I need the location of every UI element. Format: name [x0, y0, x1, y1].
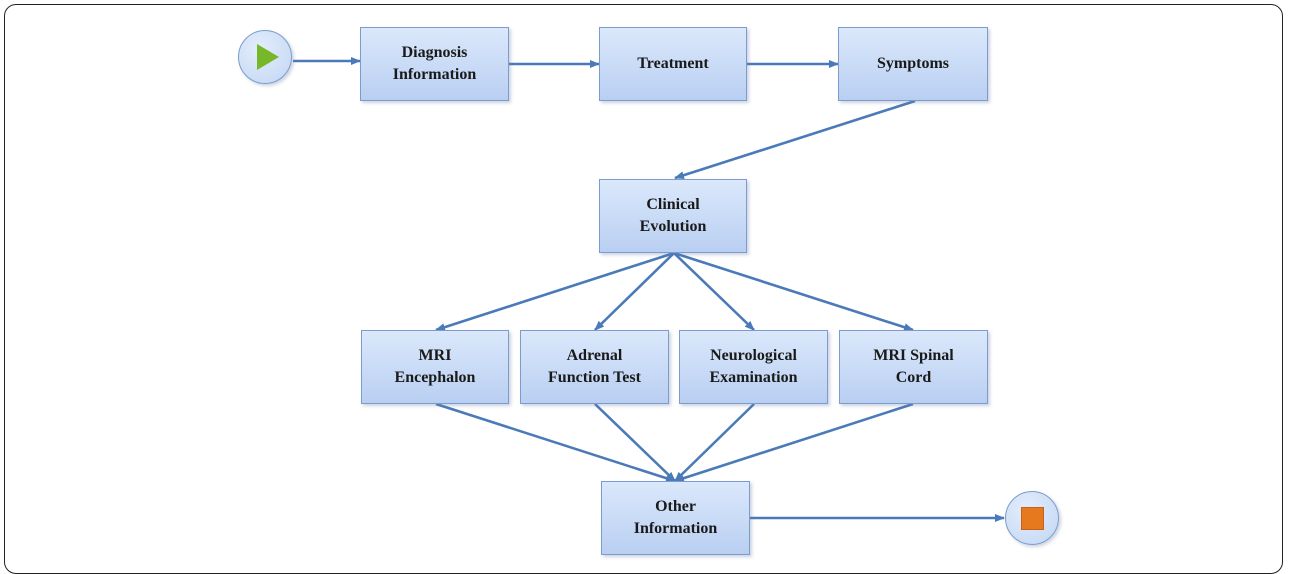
edge-mri-encephalon-other	[435, 402, 676, 483]
edge-symptoms-clinical	[674, 99, 916, 180]
edge-clinical-adrenal	[594, 252, 675, 331]
play-icon	[257, 44, 279, 70]
node-mri-encephalon[interactable]: MRI Encephalon	[361, 330, 509, 404]
node-symptoms[interactable]: Symptoms	[838, 27, 988, 101]
start-event[interactable]	[238, 30, 292, 84]
stop-icon	[1021, 507, 1044, 530]
node-other-information[interactable]: Other Information	[601, 481, 750, 555]
edge-mri-spinal-other	[674, 402, 914, 483]
edge-adrenal-other	[594, 403, 676, 482]
node-clinical-evolution[interactable]: Clinical Evolution	[599, 179, 747, 253]
node-treatment[interactable]: Treatment	[599, 27, 747, 101]
edge-clinical-neuro	[673, 252, 755, 331]
edge-clinical-mri-spinal	[673, 251, 914, 332]
edge-neuro-other	[674, 403, 755, 482]
node-diagnosis-information[interactable]: Diagnosis Information	[360, 27, 509, 101]
node-adrenal-function-test[interactable]: Adrenal Function Test	[520, 330, 669, 404]
end-event[interactable]	[1005, 491, 1059, 545]
node-neurological-examination[interactable]: Neurological Examination	[679, 330, 828, 404]
edge-clinical-mri-encephalon	[435, 251, 675, 332]
node-mri-spinal-cord[interactable]: MRI Spinal Cord	[839, 330, 988, 404]
